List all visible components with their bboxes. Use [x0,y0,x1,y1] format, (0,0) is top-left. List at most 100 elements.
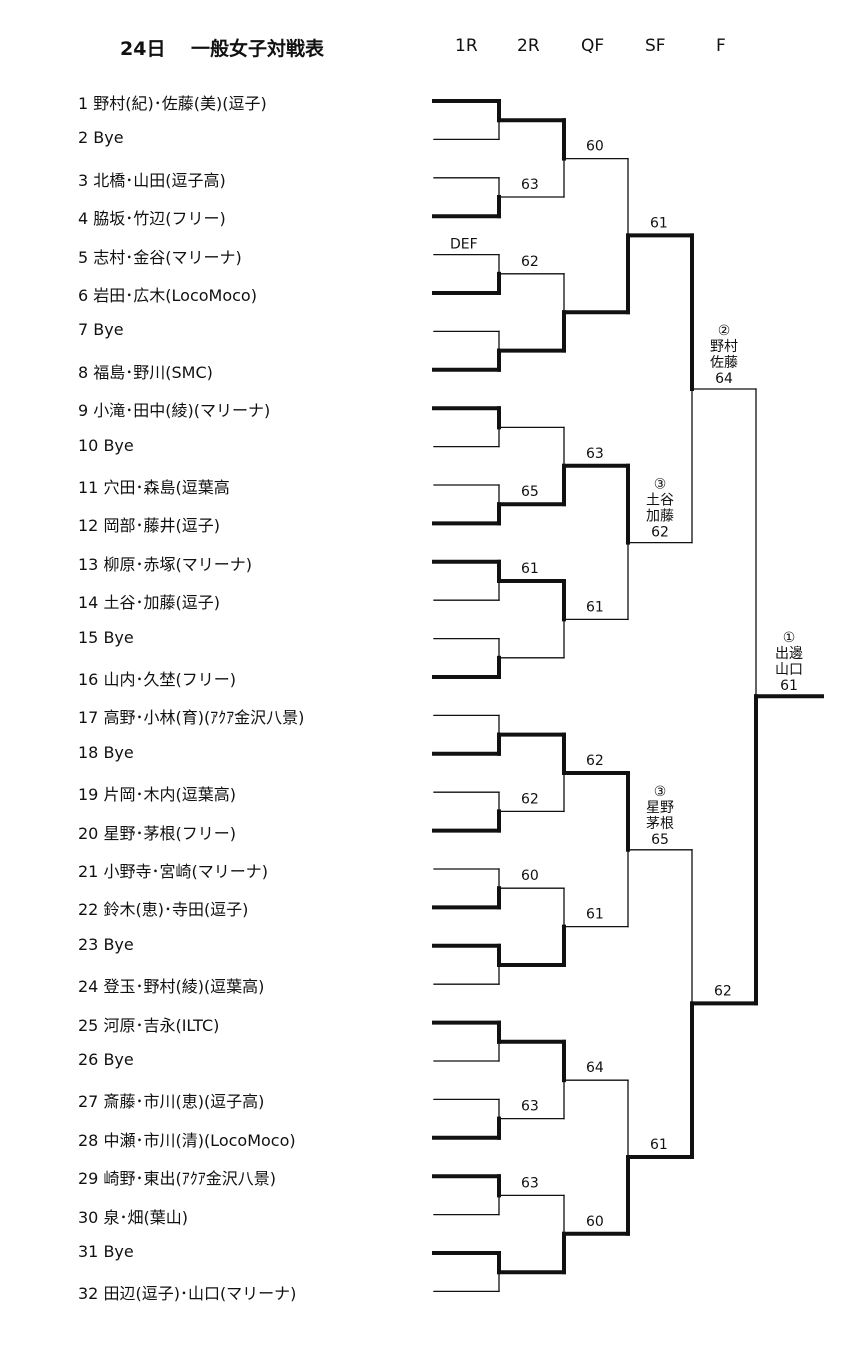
seed-mark: ③ [654,477,667,493]
entry-number: 25 [78,1015,99,1035]
entry-row: 12 岡部･藤井(逗子) [78,512,220,536]
entry-number: 20 [78,823,99,843]
entry-name: 土谷･加藤(逗子) [103,593,220,613]
entry-row: 32 田辺(逗子)･山口(マリーナ) [78,1280,296,1304]
score-2r: 63 [521,1099,539,1115]
entry-row: 20 星野･茅根(フリー) [78,820,236,844]
entry-row: 9 小滝･田中(綾)(マリーナ) [78,397,270,421]
entry-row: 17 高野･小林(育)(ｱｸｱ金沢八景) [78,704,304,728]
winner-name: 土谷 [646,493,674,509]
entry-name: 片岡･木内(逗葉高) [103,785,236,805]
entry-name: 脇坂･竹辺(フリー) [93,209,226,229]
entry-row: 13 柳原･赤塚(マリーナ) [78,551,252,575]
entry-name: 小滝･田中(綾)(マリーナ) [93,401,271,421]
entry-number: 18 [78,742,99,762]
entry-row: 5 志村･金谷(マリーナ) [78,244,242,268]
entry-number: 2 [78,128,89,148]
entry-number: 17 [78,708,99,728]
entry-number: 21 [78,862,99,881]
entry-number: 13 [78,554,99,574]
entry-name: 田辺(逗子)･山口(マリーナ) [103,1284,297,1304]
entry-row: 16 山内･久埜(フリー) [78,666,236,690]
winner-name: 佐藤 [710,355,738,371]
entry-row: 30 泉･畑(葉山) [78,1204,188,1228]
score-qf: 64 [586,1060,604,1076]
entry-row: 2 Bye [78,128,124,147]
winner-score: 64 [715,371,733,387]
entry-row: 15 Bye [78,628,134,647]
score-f: 62 [714,983,732,999]
entry-number: 26 [78,1050,99,1069]
entry-name: Bye [103,742,134,762]
score-2r: 65 [521,484,539,500]
score-2r: 62 [521,791,539,807]
page-title: 24日 一般女子対戦表 [120,38,325,60]
entry-name: 野村(紀)･佐藤(美)(逗子) [93,94,267,113]
score-2r: 63 [521,1175,539,1191]
entry-number: 22 [78,900,99,920]
entry-row: 6 岩田･広木(LocoMoco) [78,282,257,306]
entry-number: 6 [78,286,89,305]
winner-name: 野村 [710,339,738,355]
entry-number: 16 [78,670,99,689]
entry-row: 24 登玉･野村(綾)(逗葉高) [78,973,264,997]
score-sf: 61 [650,215,668,231]
seed-mark: ③ [654,784,667,800]
entry-name: 鈴木(恵)･寺田(逗子) [103,900,249,920]
entry-name: 岡部･藤井(逗子) [103,516,220,536]
entry-number: 14 [78,593,99,613]
round-label-sf: SF [645,36,666,56]
entry-name: 河原･吉永(ILTC) [103,1015,220,1035]
entry-row: 18 Bye [78,743,134,762]
entry-row: 10 Bye [78,436,134,455]
entry-number: 1 [78,94,89,113]
entry-number: 29 [78,1169,99,1189]
champion-seed: ① [783,630,796,646]
score-qf: 62 [586,753,604,769]
entry-row: 29 崎野･東出(ｱｸｱ金沢八景) [78,1165,276,1189]
entry-row: 11 穴田･森島(逗葉高 [78,474,230,498]
entry-name: 斎藤･市川(恵)(逗子高) [103,1092,265,1112]
entry-name: 山内･久埜(フリー) [103,670,236,689]
champion-score: 61 [780,678,798,694]
entry-row: 8 福島･野川(SMC) [78,359,213,383]
entry-name: 柳原･赤塚(マリーナ) [103,554,252,574]
score-qf: 61 [586,599,604,615]
entry-number: 3 [78,170,89,190]
entry-row: 19 片岡･木内(逗葉高) [78,781,236,805]
entry-row: 31 Bye [78,1242,134,1261]
entry-number: 8 [78,362,89,382]
entry-name: 星野･茅根(フリー) [103,823,236,843]
entry-name: Bye [103,1242,134,1261]
entry-row: 1 野村(紀)･佐藤(美)(逗子) [78,90,267,114]
winner-score: 62 [651,525,669,541]
winner-score: 65 [651,832,669,848]
entry-row: 14 土谷･加藤(逗子) [78,589,220,613]
entry-row: 25 河原･吉永(ILTC) [78,1012,219,1036]
entry-number: 4 [78,209,89,229]
entry-row: 22 鈴木(恵)･寺田(逗子) [78,896,248,920]
entry-row: 7 Bye [78,320,124,339]
score-2r: 61 [521,561,539,577]
round-label-2r: 2R [517,36,540,56]
entry-number: 31 [78,1242,99,1261]
entry-number: 10 [78,435,99,455]
entry-name: Bye [103,934,134,954]
entry-number: 27 [78,1092,99,1112]
winner-name: 加藤 [646,509,674,525]
def-note: DEF [450,237,478,253]
entry-number: 11 [78,478,99,497]
entry-number: 7 [78,320,89,340]
score-sf: 61 [650,1137,668,1153]
entry-name: 泉･畑(葉山) [103,1207,188,1227]
entry-name: 北橋･山田(逗子高) [93,170,226,190]
entry-number: 32 [78,1284,99,1304]
score-qf: 60 [586,139,604,155]
entry-name: 登玉･野村(綾)(逗葉高) [103,977,265,997]
entry-name: 高野･小林(育)(ｱｸｱ金沢八景) [103,708,305,728]
entry-number: 28 [78,1130,99,1150]
entry-row: 28 中瀬･市川(清)(LocoMoco) [78,1127,296,1151]
entry-number: 30 [78,1207,99,1227]
score-2r: 62 [521,254,539,270]
entry-number: 19 [78,785,99,805]
